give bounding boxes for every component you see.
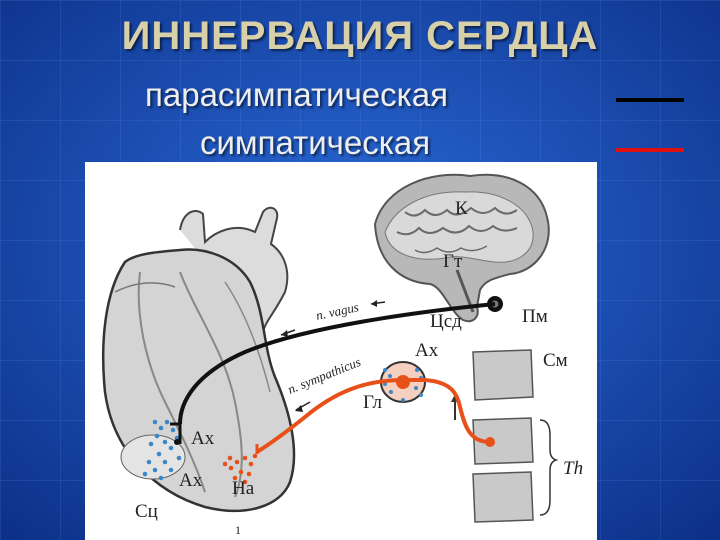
legend-parasympathetic-line (616, 98, 684, 102)
figure-drawing: К Гт Цсд Пм Ах См Гл Th Ах Ах На Сц 1 n.… (101, 173, 583, 537)
label-hypothalamus: Гт (443, 251, 463, 272)
label-vagus: n. vagus (315, 299, 361, 323)
label-ach-ganglion: Ах (415, 340, 439, 361)
label-ach-heart-top: Ах (191, 428, 215, 449)
label-thoracic: Th (563, 458, 583, 479)
slide-title: ИННЕРВАЦИЯ СЕРДЦА (121, 14, 599, 58)
label-spinal-segment: См (543, 350, 568, 371)
label-page-mark: 1 (235, 523, 241, 537)
heart-illustration (101, 206, 296, 513)
legend-sympathetic-line (616, 148, 684, 152)
acetylcholine-dots (142, 419, 182, 481)
vagus-nerve-path (170, 300, 496, 445)
label-brain: К (455, 198, 468, 219)
sympathetic-nerve-path (255, 378, 495, 454)
label-noradrenaline: На (232, 478, 255, 499)
heart-innervation-figure: К Гт Цсд Пм Ах См Гл Th Ах Ах На Сц 1 n.… (85, 162, 597, 540)
label-ganglion: Гл (363, 392, 383, 413)
brain-illustration (373, 173, 550, 323)
label-heart-centers: Сц (135, 501, 158, 522)
noradrenaline-dots (222, 453, 258, 485)
legend-sympathetic-label: симпатическая (200, 124, 431, 161)
legend-parasympathetic-label: парасимпатическая (145, 76, 449, 113)
label-medulla: Пм (522, 306, 548, 327)
label-ach-heart-bottom: Ах (179, 470, 203, 491)
spinal-cord-segments (451, 349, 559, 523)
label-medulla-center: Цсд (430, 311, 462, 332)
